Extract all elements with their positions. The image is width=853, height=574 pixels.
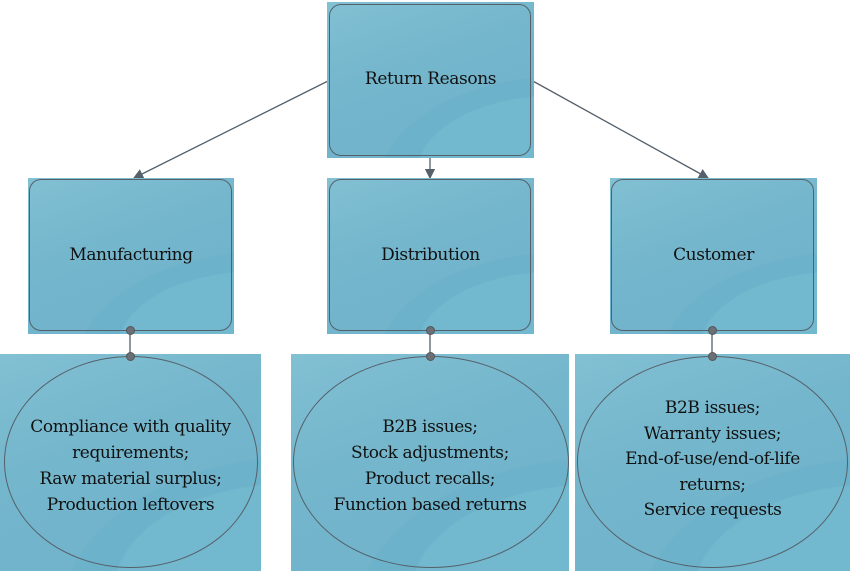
detail-text-customer: B2B issues; Warranty issues; End-of-use/… bbox=[575, 356, 850, 564]
detail-line: Service requests bbox=[643, 500, 782, 521]
category-label-distribution: Distribution bbox=[381, 244, 480, 265]
root-node[interactable]: Return Reasons bbox=[327, 2, 534, 158]
category-node-manufacturing[interactable]: Manufacturing bbox=[28, 178, 234, 334]
detail-line: B2B issues; bbox=[664, 398, 761, 419]
detail-line: Function based returns bbox=[333, 495, 527, 515]
detail-line: returns; bbox=[679, 474, 746, 495]
connector-dot bbox=[708, 326, 717, 335]
category-label-customer: Customer bbox=[673, 244, 754, 265]
connector-dot bbox=[126, 326, 135, 335]
detail-text-manufacturing: Compliance with quality requirements; Ra… bbox=[0, 362, 261, 570]
detail-text-distribution: B2B issues; Stock adjustments; Product r… bbox=[291, 362, 569, 570]
connector-dot bbox=[426, 352, 435, 361]
detail-line: Production leftovers bbox=[46, 495, 215, 515]
detail-node-distribution[interactable]: B2B issues; Stock adjustments; Product r… bbox=[291, 354, 569, 571]
category-node-distribution[interactable]: Distribution bbox=[327, 178, 534, 334]
detail-line: End-of-use/end-of-life bbox=[625, 449, 800, 470]
root-node-label: Return Reasons bbox=[364, 68, 497, 89]
arrow-root-to-customer bbox=[530, 79, 710, 179]
arrow-root-to-manufacturing bbox=[132, 79, 331, 179]
category-label-manufacturing: Manufacturing bbox=[69, 244, 193, 265]
detail-line: Compliance with quality bbox=[30, 417, 231, 437]
root-node-border bbox=[329, 4, 531, 156]
detail-node-customer[interactable]: B2B issues; Warranty issues; End-of-use/… bbox=[575, 354, 850, 571]
detail-line: Warranty issues; bbox=[643, 423, 782, 444]
detail-node-manufacturing[interactable]: Compliance with quality requirements; Ra… bbox=[0, 354, 261, 571]
detail-line: B2B issues; bbox=[382, 417, 478, 437]
detail-line: requirements; bbox=[72, 443, 189, 463]
category-node-customer[interactable]: Customer bbox=[610, 178, 817, 334]
connector-dot bbox=[708, 352, 717, 361]
connector-dot bbox=[126, 352, 135, 361]
detail-line: Product recalls; bbox=[364, 469, 496, 489]
detail-line: Stock adjustments; bbox=[351, 443, 509, 463]
detail-line: Raw material surplus; bbox=[39, 469, 222, 489]
connector-dot bbox=[426, 326, 435, 335]
